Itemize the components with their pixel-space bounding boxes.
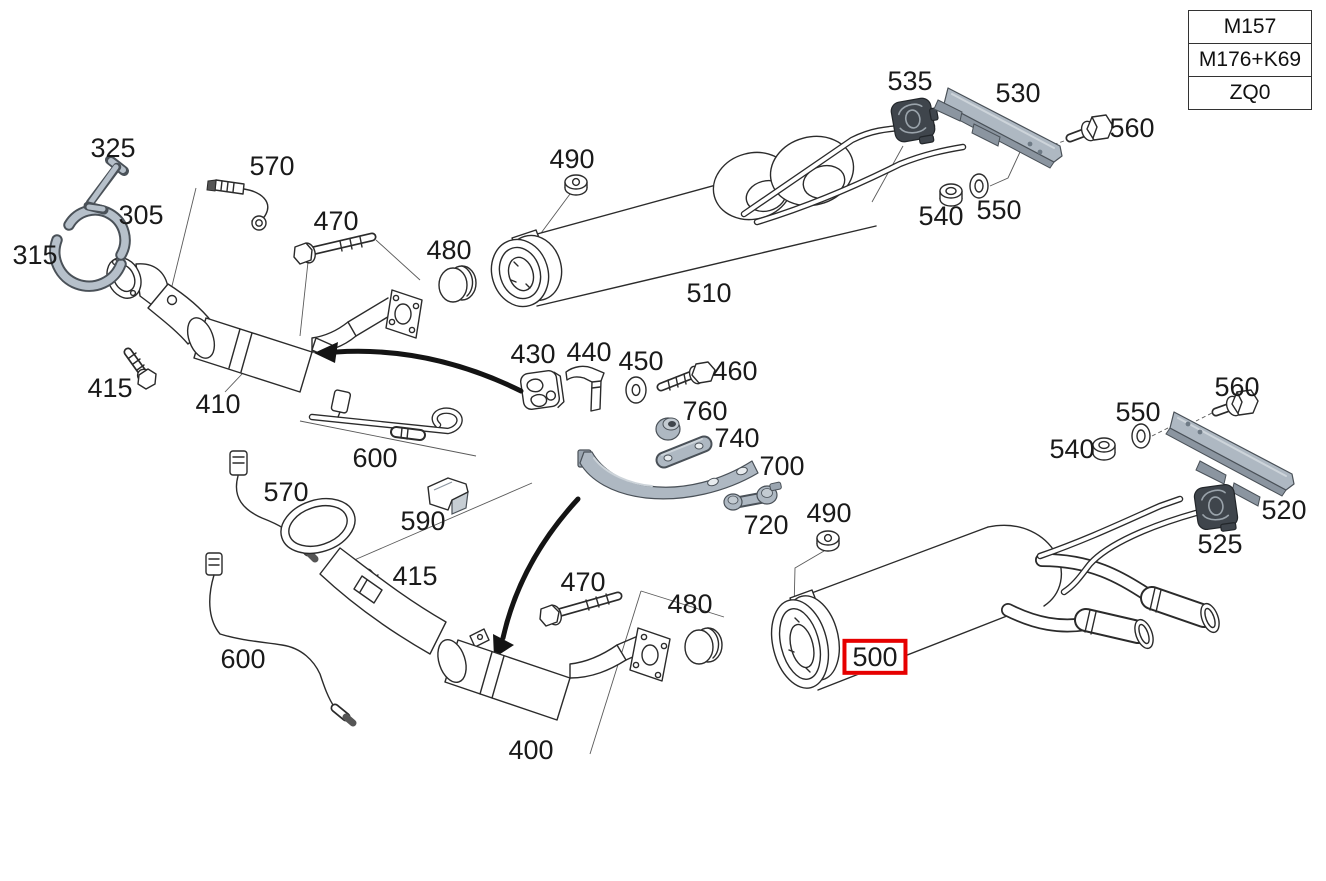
part-label-535[interactable]: 535 <box>887 65 933 96</box>
nut-540-front[interactable] <box>939 183 963 207</box>
part-label-550-rear[interactable]: 550 <box>1115 396 1161 427</box>
clamp-half-305[interactable] <box>63 201 131 261</box>
gasket-480-rear[interactable] <box>684 627 723 665</box>
front-muffler-500[interactable] <box>763 495 1223 694</box>
engine-code-row-m176-k69[interactable]: M176+K69 <box>1189 44 1311 77</box>
bolt-560-front[interactable] <box>1065 114 1114 143</box>
part-label-480-front[interactable]: 480 <box>426 234 472 265</box>
part-label-415-rear[interactable]: 415 <box>392 560 438 591</box>
link-plate-740[interactable] <box>655 435 713 469</box>
link-720[interactable] <box>723 481 782 511</box>
sensor-harness-600-lower[interactable] <box>205 552 357 727</box>
bolt-470-front[interactable] <box>293 232 377 265</box>
part-label-700[interactable]: 700 <box>759 450 805 481</box>
engine-code-row-m157[interactable]: M157 <box>1189 11 1311 44</box>
part-label-490-front[interactable]: 490 <box>549 143 595 174</box>
part-label-740[interactable]: 740 <box>714 422 760 453</box>
nut-540-rear[interactable] <box>1092 437 1116 461</box>
part-label-400[interactable]: 400 <box>508 734 554 765</box>
part-label-490-rear[interactable]: 490 <box>806 497 852 528</box>
part-label-550-front[interactable]: 550 <box>976 194 1022 225</box>
rear-muffler-510[interactable] <box>483 122 967 314</box>
strap-bracket-700[interactable] <box>577 449 759 500</box>
part-label-560-front[interactable]: 560 <box>1109 112 1155 143</box>
part-label-570-rear[interactable]: 570 <box>263 476 309 507</box>
rear-catalytic-converter-400[interactable] <box>274 490 671 721</box>
part-label-525[interactable]: 525 <box>1197 528 1243 559</box>
gasket-480-front[interactable] <box>438 265 477 303</box>
rubber-hanger-535[interactable] <box>890 96 942 148</box>
bolt-460[interactable] <box>656 361 716 392</box>
part-label-305[interactable]: 305 <box>118 199 164 230</box>
part-label-470-rear[interactable]: 470 <box>560 566 606 597</box>
part-label-560-rear[interactable]: 560 <box>1214 371 1260 402</box>
support-bracket-520[interactable] <box>1165 411 1295 507</box>
washer-550-front[interactable] <box>969 173 989 199</box>
part-label-540-rear[interactable]: 540 <box>1049 433 1095 464</box>
part-label-520[interactable]: 520 <box>1261 494 1307 525</box>
oxygen-sensor-570-front[interactable] <box>206 179 269 231</box>
part-label-450[interactable]: 450 <box>618 345 664 376</box>
washer-550-rear[interactable] <box>1131 423 1151 449</box>
sensor-harness-600-upper[interactable] <box>308 389 463 441</box>
part-label-510[interactable]: 510 <box>686 277 732 308</box>
part-label-440[interactable]: 440 <box>566 336 612 367</box>
nut-490-front[interactable] <box>564 174 588 196</box>
rubber-mount-430[interactable] <box>520 369 565 412</box>
clamp-half-315[interactable] <box>49 234 127 292</box>
part-label-720[interactable]: 720 <box>743 509 789 540</box>
part-label-325[interactable]: 325 <box>90 132 136 163</box>
clip-590[interactable] <box>427 477 469 515</box>
part-label-415-front[interactable]: 415 <box>87 372 133 403</box>
part-label-430[interactable]: 430 <box>510 338 556 369</box>
bolt-415-front[interactable] <box>123 347 157 390</box>
part-label-460[interactable]: 460 <box>712 355 758 386</box>
grommet-760[interactable] <box>655 417 681 441</box>
part-label-470-front[interactable]: 470 <box>313 205 359 236</box>
engine-code-row-zq0[interactable]: ZQ0 <box>1229 81 1271 104</box>
washer-450[interactable] <box>625 376 647 404</box>
clamp-screw-325[interactable] <box>85 155 129 208</box>
part-label-590[interactable]: 590 <box>400 505 446 536</box>
direction-arrow-1 <box>314 342 524 394</box>
front-catalytic-converter-410[interactable] <box>101 252 423 393</box>
part-label-600-lower[interactable]: 600 <box>220 643 266 674</box>
part-label-600-upper[interactable]: 600 <box>352 442 398 473</box>
part-label-540-front[interactable]: 540 <box>918 200 964 231</box>
bracket-440[interactable] <box>565 365 605 412</box>
part-label-530[interactable]: 530 <box>995 77 1041 108</box>
support-bracket-530[interactable] <box>933 87 1063 169</box>
part-label-410[interactable]: 410 <box>195 388 241 419</box>
bolt-470-rear[interactable] <box>539 591 623 627</box>
engine-code-table: M157 M176+K69 ZQ0 <box>1188 10 1312 110</box>
part-label-760[interactable]: 760 <box>682 395 728 426</box>
rubber-hanger-525[interactable] <box>1193 483 1239 534</box>
direction-arrow-2 <box>493 496 581 658</box>
part-label-480-rear[interactable]: 480 <box>667 588 713 619</box>
nut-490-rear[interactable] <box>816 530 840 552</box>
part-label-315[interactable]: 315 <box>12 239 58 270</box>
part-label-570-front[interactable]: 570 <box>249 150 295 181</box>
part-label-500[interactable]: 500 <box>842 638 908 676</box>
bolt-560-rear[interactable] <box>1211 389 1259 418</box>
